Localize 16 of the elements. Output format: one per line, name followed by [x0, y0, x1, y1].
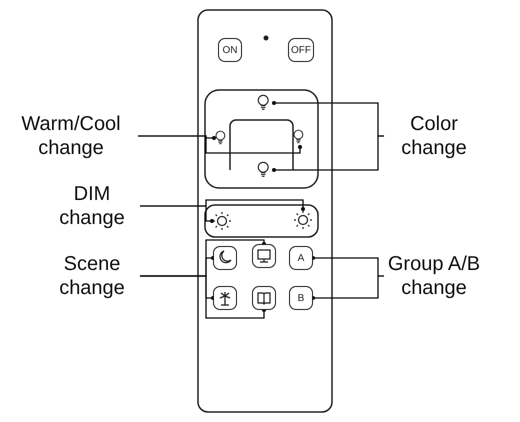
remote-button: OFF: [288, 38, 314, 62]
leader-line: [140, 199, 305, 211]
callout-label: Group A/B change: [384, 250, 484, 302]
sun-icon: [292, 209, 314, 231]
remote-button: ON: [218, 38, 242, 62]
callout-label: Scene change: [44, 250, 140, 302]
leader-line: [138, 135, 302, 154]
leader-line: [311, 275, 384, 300]
leader-line: [140, 275, 266, 319]
remote-button: B: [289, 286, 313, 310]
callout-label: Color change: [384, 110, 484, 162]
leader-line: [272, 135, 384, 172]
callout-label: Warm/Cool change: [4, 110, 138, 162]
sun-icon: [212, 211, 232, 231]
callout-label: DIM change: [44, 180, 140, 232]
remote-button: A: [289, 246, 313, 270]
